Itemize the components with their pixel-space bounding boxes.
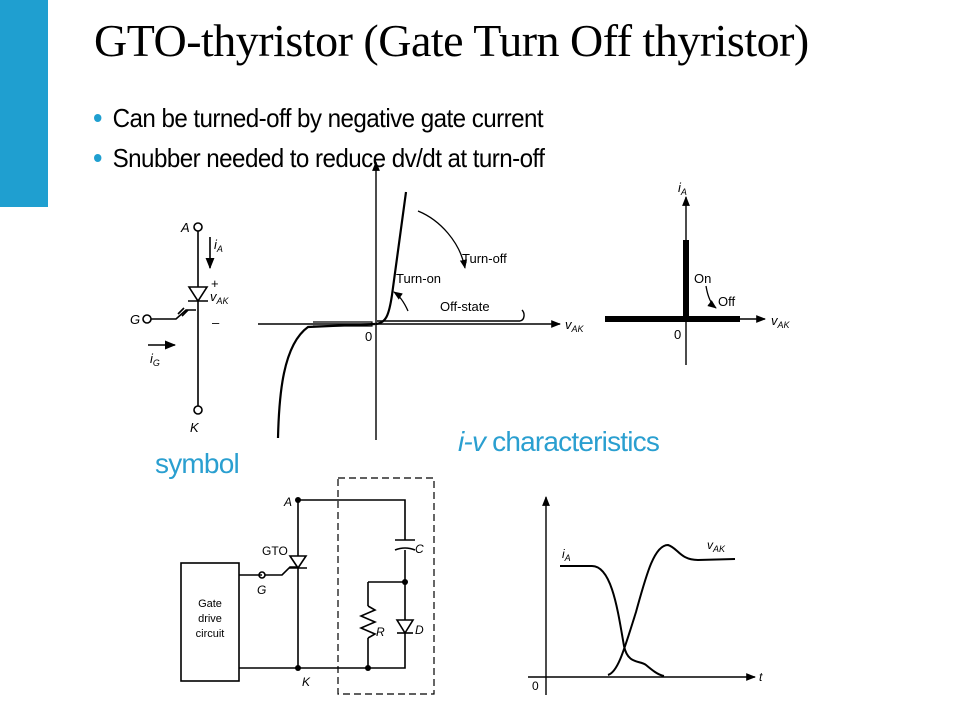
off-state-label: Off-state [440,299,490,314]
iv-origin-label: 0 [365,329,372,344]
iv-x-label: vAK [565,317,585,334]
diode-label: D [415,623,424,637]
gate-current-label: iG [150,351,160,368]
gate-wire-to-gto [265,566,297,576]
bullet-text: Can be turned-off by negative gate curre… [112,103,544,133]
bullet-item: Snubber needed to reduce dv/dt at turn-o… [94,138,545,178]
slide-title: GTO-thyristor (Gate Turn Off thyristor) [94,15,809,66]
gate-turnoff-marks [177,307,189,317]
minus-sign: – [212,315,220,330]
voltage-label: vAK [210,289,230,306]
ideal-off-arrow [705,285,717,309]
wave-current-label: iA [562,547,571,563]
node-anode [295,497,301,503]
cathode-label: K [190,420,200,435]
turn-off-arrow [417,210,468,269]
circuit-cathode-label: K [302,675,311,689]
turn-on-arrow [393,291,409,312]
cathode-terminal [193,405,203,415]
iv-caption: i-v characteristics [458,426,660,458]
gate-drive-line-2: drive [198,613,222,625]
accent-bar [0,0,48,207]
waveform-labels: iA vAK 0 t [532,538,763,693]
on-state-curve [375,191,408,326]
anode-current-label: iA [214,237,223,254]
ideal-x-label: vAK [771,313,791,330]
snubber-boundary [337,477,435,695]
gate-drive-box [180,562,240,682]
symbol-caption: symbol [155,448,240,479]
ideal-on-label: On [694,271,711,286]
leakage-band [313,321,373,327]
gate-drive-line-3: circuit [196,628,225,640]
wave-voltage-label: vAK [707,538,726,554]
ideal-plot-labels: iA vAK 0 On Off [674,180,791,342]
snubber-diode [395,619,415,635]
turn-off-label: Turn-off [462,251,507,266]
anode-label: A [180,220,190,235]
thyristor-triangle [187,286,209,303]
gto-symbol [142,222,215,415]
anode-current-wave [560,565,665,677]
node-cathode [295,665,301,671]
top-rail [298,499,406,540]
bullet-dot [94,114,102,122]
ideal-plot [605,196,766,365]
snubber-resistor [358,605,378,639]
snubber-labels: A K G GTO C R D Gate drive circuit [196,495,424,689]
anode-terminal [193,222,203,232]
circuit-anode-label: A [283,495,292,509]
capacitor-label: C [415,542,424,556]
resistor-label: R [376,625,385,639]
wave-time-label: t [759,670,763,684]
ideal-origin-label: 0 [674,327,681,342]
node-r-bottom [365,665,371,671]
reverse-blocking-curve [276,322,376,439]
bottom-rail [239,633,406,669]
capacitor-plate-bottom [394,547,416,551]
ideal-off-label: Off [718,294,735,309]
bullet-text: Snubber needed to reduce dv/dt at turn-o… [112,143,545,173]
gate-label: G [130,312,140,327]
ideal-y-label: iA [678,180,687,197]
iv-plot-labels: 0 vAK Turn-on Turn-off Off-state [365,251,585,344]
circuit-gto-label: GTO [262,544,288,558]
off-state-curve [377,309,525,322]
anode-voltage-wave [607,543,736,676]
node-rc [402,579,408,585]
gto-symbol-labels: A K G iA iG + vAK – [130,220,230,435]
turn-on-label: Turn-on [396,271,441,286]
circuit-nodes [295,497,408,671]
gate-lead [151,309,196,320]
wave-origin-label: 0 [532,679,539,693]
iv-caption-rest: characteristics [485,426,660,457]
bullet-item: Can be turned-off by negative gate curre… [94,98,544,138]
circuit-gate-label: G [257,583,266,597]
gate-terminal [142,314,152,324]
gate-drive-line-1: Gate [198,598,222,610]
iv-caption-italic: i-v [458,426,486,457]
circuit-gto-triangle [288,555,308,570]
plus-sign: + [211,276,219,291]
snubber-circuit [180,477,435,695]
waveform-plot [528,496,756,695]
iv-plot [258,161,561,440]
bullet-list: Can be turned-off by negative gate curre… [94,98,578,178]
bullet-dot [94,154,102,162]
